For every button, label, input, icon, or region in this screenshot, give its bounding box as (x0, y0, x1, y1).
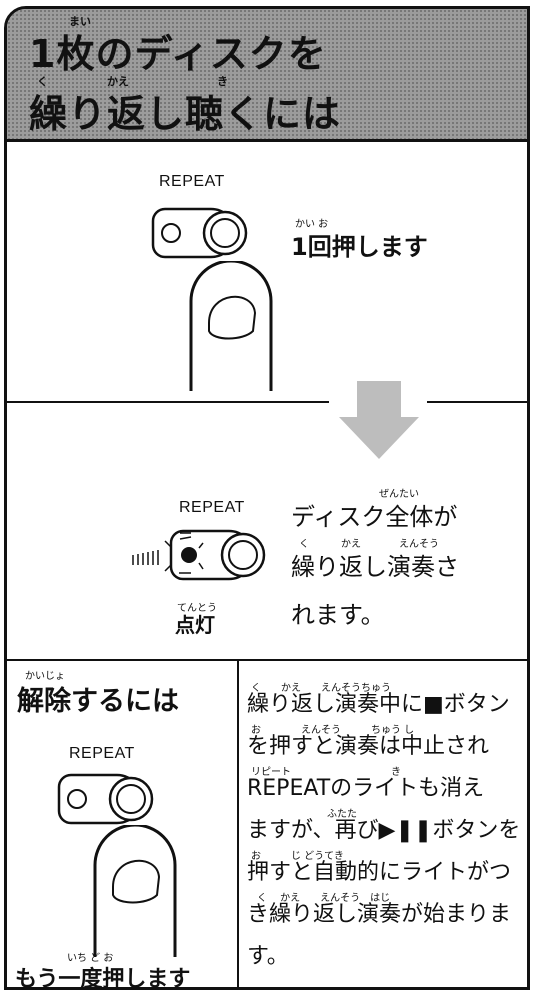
step2-line3: れます。 (291, 601, 385, 629)
header-banner: まい 1枚のディスクを く かえ き 繰り返し聴くには (7, 9, 527, 142)
cancel-heading: 解除するには (17, 686, 179, 717)
cancel-ruby-3: リピート き (251, 767, 401, 778)
ruby-kaio: かい お (295, 219, 329, 230)
cancel-bottom-text: もう一度押します (15, 967, 191, 990)
bottom-ruby: いち ど お (67, 953, 114, 964)
manual-frame: まい 1枚のディスクを く かえ き 繰り返し聴くには REPEAT かい お … (4, 6, 530, 990)
cancel-line-4: ますが、再び▶❚❚ボタンを (247, 818, 521, 843)
step2-line1: ディスク全体が (291, 503, 458, 531)
cancel-ruby-4: ふたた (327, 809, 357, 820)
ruby-kae-2: かえ (341, 539, 361, 550)
cancel-line-7: す。 (247, 944, 289, 969)
ruby-zentai: ぜんたい (379, 489, 419, 500)
title-ruby-ku: く (37, 75, 48, 88)
lit-lamp-icon (132, 529, 266, 581)
repeat-button-icon[interactable] (147, 203, 277, 383)
cancel-ruby-5: お じ どうてき (251, 851, 344, 862)
down-arrow-icon (339, 381, 419, 459)
ruby-ensou: えんそう (399, 539, 439, 550)
finger-press-icon-cancel (93, 825, 177, 957)
column-divider (237, 659, 239, 987)
divider-left (7, 401, 329, 403)
section-divider (7, 659, 527, 661)
repeat-label-step2: REPEAT (179, 499, 245, 516)
cancel-ruby-1: く かえ えんそうちゅう (251, 683, 391, 694)
divider-right (427, 401, 527, 403)
title-ruby-mai: まい (69, 15, 91, 28)
title-ruby-ki: き (217, 75, 228, 88)
title-ruby-kae: かえ (107, 75, 129, 88)
lamp-ruby: てんとう (177, 603, 217, 614)
lamp-label: 点灯 (175, 613, 215, 637)
cancel-ruby-6: く かえ えんそう はじ (257, 893, 391, 904)
page-title-line2: 繰り返し聴くには (29, 92, 342, 136)
repeat-label-step1: REPEAT (159, 173, 225, 190)
cancel-line-2: を押すと演奏は中止され (247, 734, 490, 759)
cancel-ruby-2: お えんそう ちゅう し (251, 725, 415, 736)
step2-line2: 繰り返し演奏さ (291, 553, 459, 581)
cancel-line-5: 押すと自動的にライトがつ (247, 860, 512, 885)
finger-press-icon (189, 261, 273, 391)
repeat-label-cancel: REPEAT (69, 745, 135, 762)
step1-instruction: 1回押します (291, 233, 428, 261)
cancel-heading-ruby: かいじょ (25, 671, 65, 682)
cancel-line-1: 繰り返し演奏中に■ボタン (247, 692, 510, 717)
ruby-ku-2: く (299, 539, 309, 550)
cancel-line-6: き繰り返し演奏が始まりま (247, 902, 512, 927)
page-title-line1: 1枚のディスクを (29, 32, 327, 76)
cancel-line-3: REPEATのライトも消え (247, 776, 485, 801)
repeat-button-icon-cancel[interactable] (53, 769, 183, 839)
